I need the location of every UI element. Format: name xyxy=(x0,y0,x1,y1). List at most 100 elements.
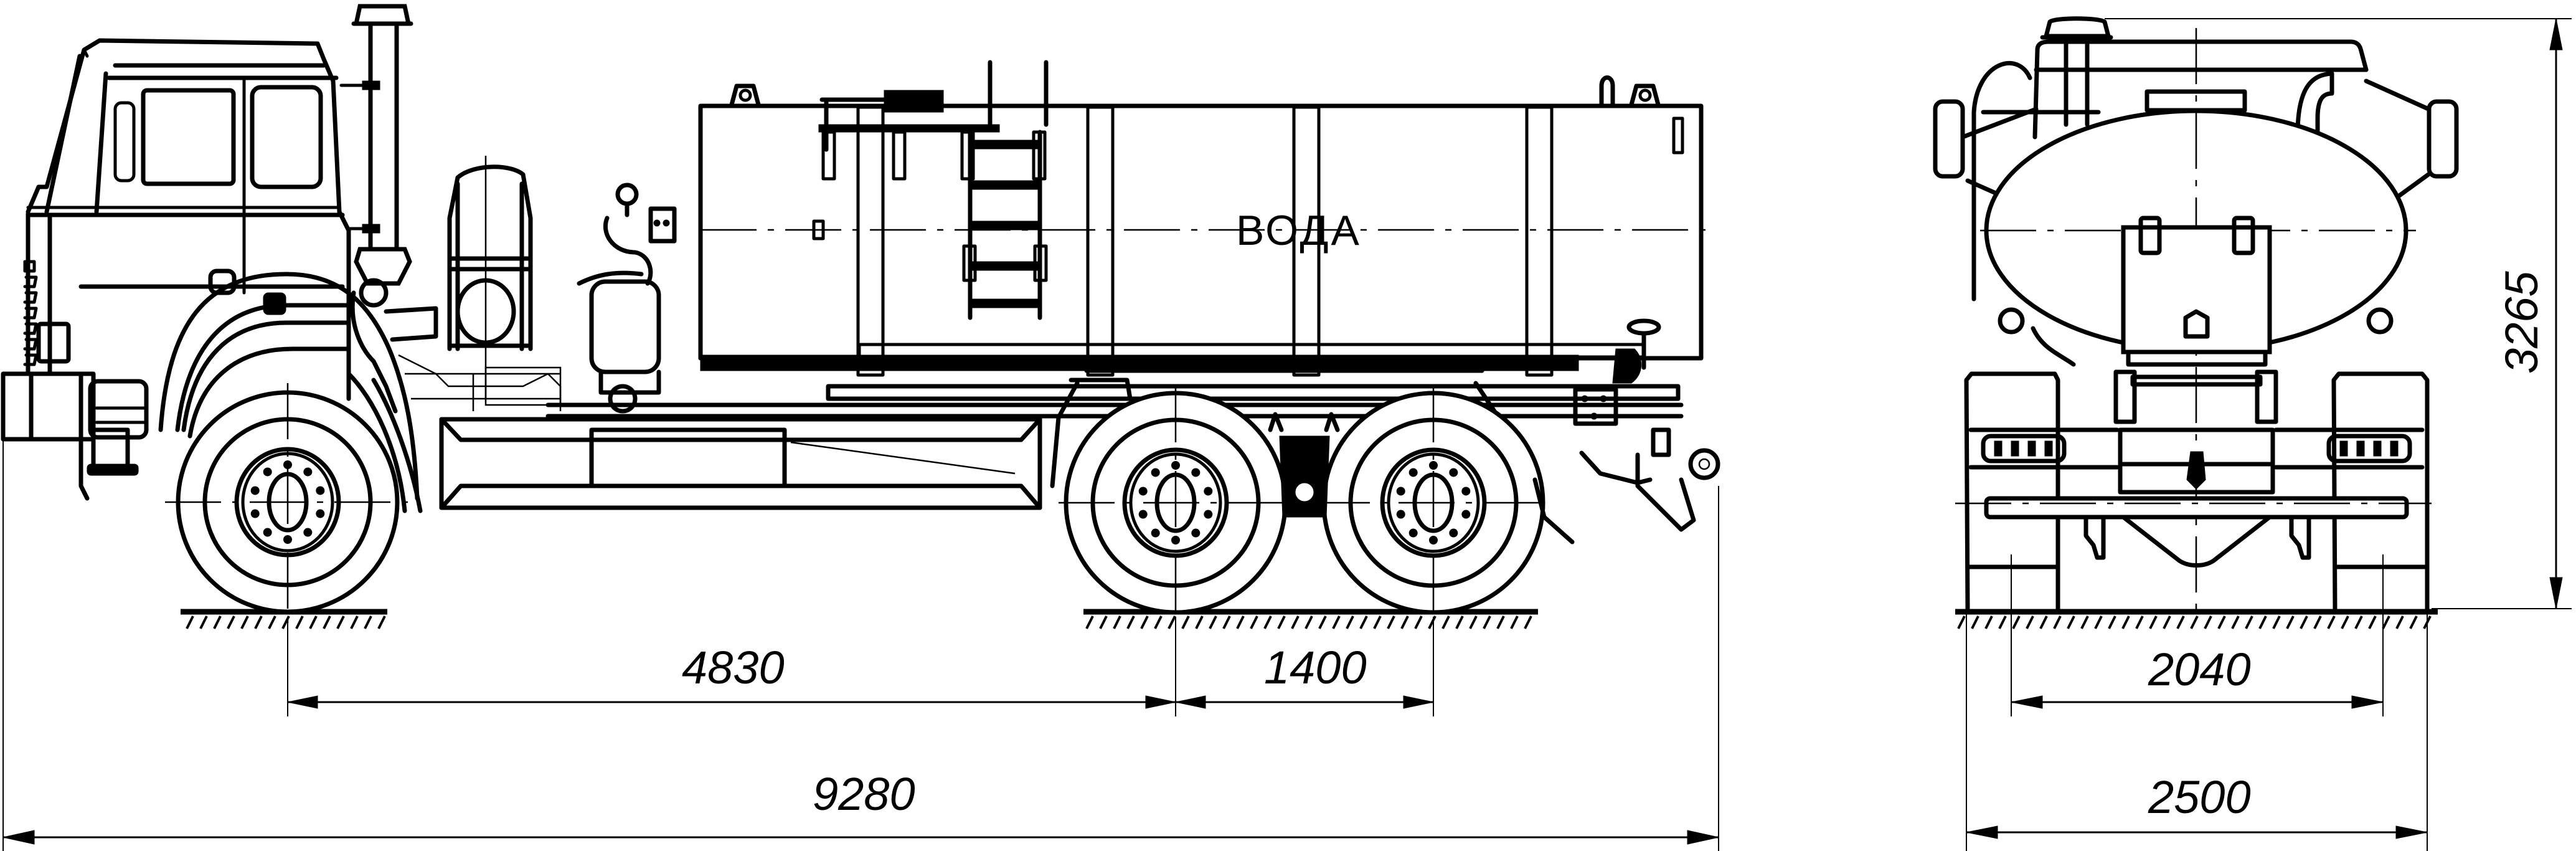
ground-hatch-mark xyxy=(2176,616,2185,629)
ground-hatch-mark xyxy=(1168,616,1176,629)
water-tank-side: ВОДА xyxy=(698,60,1712,377)
wheel-bolt xyxy=(263,528,272,537)
ground-hatch-mark xyxy=(1510,616,1519,629)
ground-hatch-mark xyxy=(268,616,276,629)
ground-hatch-mark xyxy=(1387,616,1395,629)
ground-hatch-mark xyxy=(1099,616,1108,629)
dim-overall-height: 3265 xyxy=(2496,271,2547,374)
rear-wheel-2 xyxy=(1314,386,1550,623)
ground-hatch-mark xyxy=(1971,616,1979,629)
ground-hatch-mark xyxy=(2368,616,2377,629)
ground-hatch-mark xyxy=(336,616,345,629)
front-fender xyxy=(158,272,423,513)
rear-frame xyxy=(2113,349,2278,495)
ground-hatch-mark xyxy=(377,616,386,629)
ground-hatch-mark xyxy=(1291,616,1300,629)
ground-hatch-mark xyxy=(1359,616,1368,629)
ground-hatch-mark xyxy=(2382,616,2390,629)
ground-hatch-mark xyxy=(2231,616,2240,629)
ground-hatch-mark xyxy=(1263,616,1272,629)
wheel-bolt xyxy=(283,460,292,469)
ground-hatch-mark xyxy=(2354,616,2363,629)
ground-hatch-mark xyxy=(1428,616,1437,629)
ground-hatch-mark xyxy=(1373,616,1382,629)
ground-hatch-mark xyxy=(2395,616,2404,629)
ground-hatch-mark xyxy=(2012,616,2021,629)
ground-hatch-mark xyxy=(2163,616,2171,629)
ground-hatch-mark xyxy=(2053,616,2062,629)
ground-front-wheel xyxy=(181,609,387,629)
ground-hatch-mark xyxy=(1140,616,1149,629)
wheel-bolt xyxy=(263,467,272,477)
rear-view-left-wheel xyxy=(1964,371,2060,614)
dim-axle-spacing: 1400 xyxy=(1264,642,1367,693)
dim-wheelbase: 4830 xyxy=(682,642,785,693)
rear-view-bumper xyxy=(1955,496,2432,568)
rear-bumper xyxy=(1532,387,1720,544)
tail-light-left xyxy=(1968,427,2120,470)
rear-suspension xyxy=(1268,412,1340,518)
wheel-bolt xyxy=(303,528,313,537)
rear-view-right-wheel xyxy=(2331,371,2430,614)
ground-hatch-mark xyxy=(1277,616,1286,629)
wheel-bolt xyxy=(1449,468,1458,477)
wheel-bolt xyxy=(1461,510,1471,519)
water-tank-rear xyxy=(1980,28,2416,611)
ground-hatch-mark xyxy=(309,616,318,629)
ground-hatch-mark xyxy=(2190,616,2199,629)
ground-hatch-mark xyxy=(2121,616,2130,629)
ground-hatch-mark xyxy=(2409,616,2418,629)
pressure-tank xyxy=(577,183,677,414)
ground-hatch-mark xyxy=(1236,616,1245,629)
ground-hatch-mark xyxy=(2094,616,2103,629)
ground-hatch-mark xyxy=(1483,616,1491,629)
dim-overall-length: 9280 xyxy=(813,768,915,820)
ground-hatch-mark xyxy=(1414,616,1423,629)
ground-hatch-mark xyxy=(2067,616,2075,629)
dim-overall-width: 2500 xyxy=(2148,771,2251,823)
dim-track-width: 2040 xyxy=(2148,644,2251,695)
rear-view: 2040 2500 3265 xyxy=(1933,16,2572,851)
truck-cab xyxy=(1,38,351,501)
ground-hatch-mark xyxy=(364,616,372,629)
rear-wheel-1 xyxy=(1059,386,1295,623)
wheel-bolt xyxy=(1151,468,1160,477)
side-view-dimensions: 4830 1400 9280 xyxy=(2,439,1719,851)
wheel-bolt xyxy=(1151,528,1160,538)
ground-hatch-mark xyxy=(2341,616,2349,629)
ground-hatch-mark xyxy=(254,616,263,629)
ground-hatch-mark xyxy=(1126,616,1135,629)
ground-hatch-mark xyxy=(199,616,208,629)
wheel-bolt xyxy=(1429,461,1438,470)
ground-hatch-mark xyxy=(1400,616,1409,629)
ground-hatch-mark xyxy=(213,616,222,629)
tail-light-right xyxy=(2273,427,2425,470)
ground-hatch-mark xyxy=(295,616,304,629)
ground-hatch-mark xyxy=(1209,616,1217,629)
ground-hatch-mark xyxy=(1524,616,1532,629)
wheel-bolt xyxy=(1408,528,1418,538)
ground-hatch-mark xyxy=(2300,616,2308,629)
wheel-bolt xyxy=(316,509,325,518)
ground-hatch-mark xyxy=(1222,616,1231,629)
ground-hatch-mark xyxy=(1181,616,1190,629)
pump-cylinder xyxy=(447,156,533,399)
grille xyxy=(23,260,38,366)
ground-hatch-mark xyxy=(2149,616,2158,629)
wheel-bolt xyxy=(1171,461,1180,470)
wheel-bolt xyxy=(1396,510,1405,519)
ground-hatch-mark xyxy=(1441,616,1450,629)
wheel-bolt xyxy=(250,509,260,518)
ground-hatch-mark xyxy=(2108,616,2116,629)
ground-hatch-mark xyxy=(2272,616,2281,629)
tank-ladder xyxy=(818,60,1049,320)
wheel-bolt xyxy=(1191,468,1201,477)
ground-hatch-mark xyxy=(1154,616,1163,629)
ground-hatch-mark xyxy=(2204,616,2212,629)
rear-cab xyxy=(1933,16,2459,302)
ground-hatch-mark xyxy=(2313,616,2322,629)
wheel-bolt xyxy=(1449,528,1458,538)
ground-hatch-mark xyxy=(2135,616,2144,629)
ground-hatch-mark xyxy=(1984,616,1993,629)
